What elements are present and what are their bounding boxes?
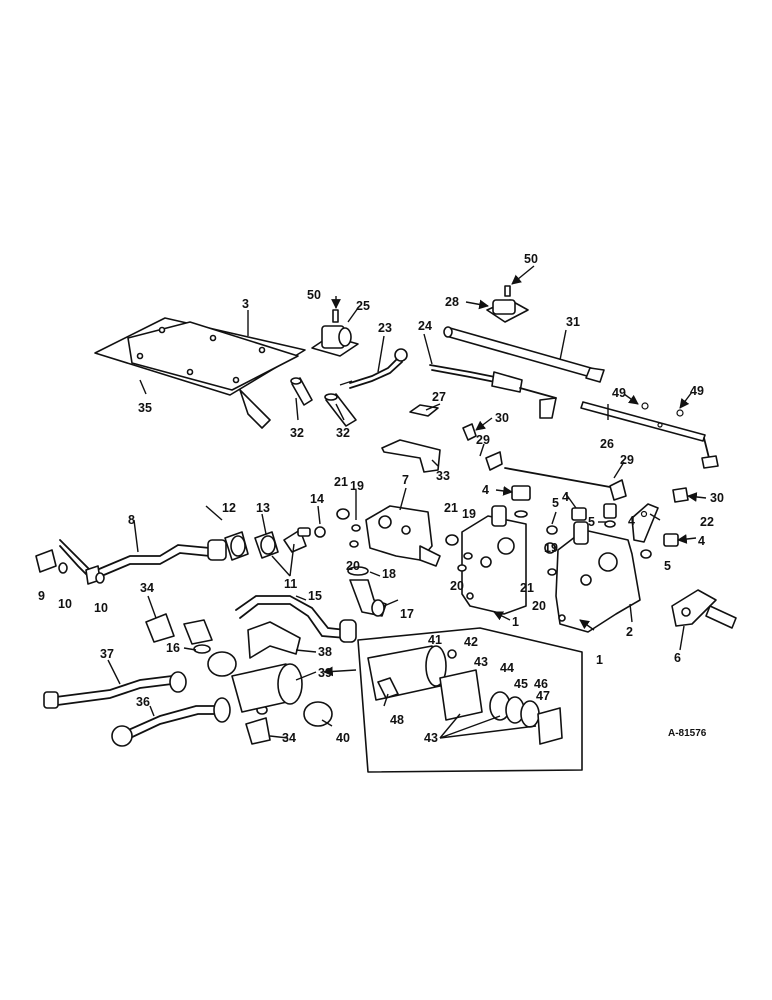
drawing-reference: A-81576 [668, 728, 707, 739]
callout-5a: 5 [552, 496, 559, 510]
lever-rod-part [339, 348, 408, 389]
callout-4b: 4 [562, 490, 569, 504]
callout-31: 31 [566, 315, 580, 329]
callout-8: 8 [128, 513, 135, 527]
callout-20a: 20 [346, 559, 360, 573]
hose-fittings-part [43, 671, 231, 747]
callout-30a: 30 [495, 411, 509, 425]
callout-35: 35 [138, 401, 152, 415]
valve-body-right-part [555, 521, 641, 633]
callout-45: 45 [514, 677, 528, 691]
clamp-part [486, 285, 529, 323]
callout-24: 24 [418, 319, 432, 333]
callout-7: 7 [402, 473, 409, 487]
callout-20b: 20 [450, 579, 464, 593]
plug-parts [511, 485, 679, 559]
callout-15: 15 [308, 589, 322, 603]
callout-4d: 4 [698, 534, 705, 548]
callout-33: 33 [436, 469, 450, 483]
cross-shaft-part [580, 401, 719, 469]
callout-3: 3 [242, 297, 249, 311]
callout-10a: 10 [58, 597, 72, 611]
callout-39: 39 [318, 666, 332, 680]
callout-21c: 21 [520, 581, 534, 595]
callout-34b: 34 [282, 731, 296, 745]
callout-38: 38 [318, 645, 332, 659]
callout-6: 6 [674, 651, 681, 665]
callout-10b: 10 [94, 601, 108, 615]
elbow-part [347, 566, 387, 617]
control-lever-part [671, 589, 737, 629]
callout-26: 26 [600, 437, 614, 451]
callout-22: 22 [700, 515, 714, 529]
callout-9: 9 [38, 589, 45, 603]
callout-50a: 50 [307, 288, 321, 302]
callout-40: 40 [336, 731, 350, 745]
callout-19b: 19 [462, 507, 476, 521]
callout-21b: 21 [444, 501, 458, 515]
callout-29a: 29 [476, 433, 490, 447]
callout-19c: 19 [544, 541, 558, 555]
callout-32b: 32 [336, 426, 350, 440]
callout-49a: 49 [612, 386, 626, 400]
callout-48: 48 [390, 713, 404, 727]
callout-37: 37 [100, 647, 114, 661]
callout-49b: 49 [690, 384, 704, 398]
callout-32a: 32 [290, 426, 304, 440]
callout-20c: 20 [532, 599, 546, 613]
callout-19a: 19 [350, 479, 364, 493]
callout-27: 27 [432, 390, 446, 404]
tube-part [59, 539, 227, 585]
callout-42: 42 [464, 635, 478, 649]
callout-41: 41 [428, 633, 442, 647]
fitting-parts [224, 526, 326, 561]
callout-46: 46 [534, 677, 548, 691]
o-ring-parts [336, 508, 557, 576]
callout-16: 16 [166, 641, 180, 655]
callout-21a: 21 [334, 475, 348, 489]
callout-18: 18 [382, 567, 396, 581]
bracket-part [311, 309, 359, 357]
valve-body-small-part [365, 505, 441, 567]
elbow-fitting-parts [145, 613, 271, 745]
callout-13: 13 [256, 501, 270, 515]
callout-17: 17 [400, 607, 414, 621]
callout-25: 25 [356, 299, 370, 313]
callout-labels: 50 50 3 25 28 31 23 24 35 32 32 27 49 49… [38, 252, 724, 745]
callout-14: 14 [310, 492, 324, 506]
filter-inset-part [357, 627, 583, 773]
sleeve-parts [290, 377, 357, 427]
connector-parts [35, 549, 105, 584]
link-parts [462, 423, 689, 503]
callout-43a: 43 [474, 655, 488, 669]
callout-34a: 34 [140, 581, 154, 595]
callout-36: 36 [136, 695, 150, 709]
callout-50b: 50 [524, 252, 538, 266]
callout-11: 11 [284, 577, 297, 591]
callout-4c: 4 [628, 514, 635, 528]
mount-bracket-part [381, 404, 441, 473]
callout-23: 23 [378, 321, 392, 335]
callout-44: 44 [500, 661, 514, 675]
callout-12: 12 [222, 501, 236, 515]
callout-4a: 4 [482, 483, 489, 497]
callout-30b: 30 [710, 491, 724, 505]
link-plate-part [631, 503, 659, 543]
callout-43b: 43 [424, 731, 438, 745]
callout-29b: 29 [620, 453, 634, 467]
callout-1a: 1 [512, 615, 519, 629]
callout-5c: 5 [664, 559, 671, 573]
shaft-part [429, 326, 605, 419]
callout-2: 2 [626, 625, 633, 639]
callout-1b: 1 [596, 653, 603, 667]
valve-body-left-part [461, 505, 527, 615]
callout-5b: 5 [588, 515, 595, 529]
callout-47: 47 [536, 689, 550, 703]
callout-28: 28 [445, 295, 459, 309]
plate-part [94, 317, 306, 429]
filter-assembly-part [193, 621, 333, 727]
hose-part [235, 595, 357, 643]
leader-lines [107, 265, 707, 739]
